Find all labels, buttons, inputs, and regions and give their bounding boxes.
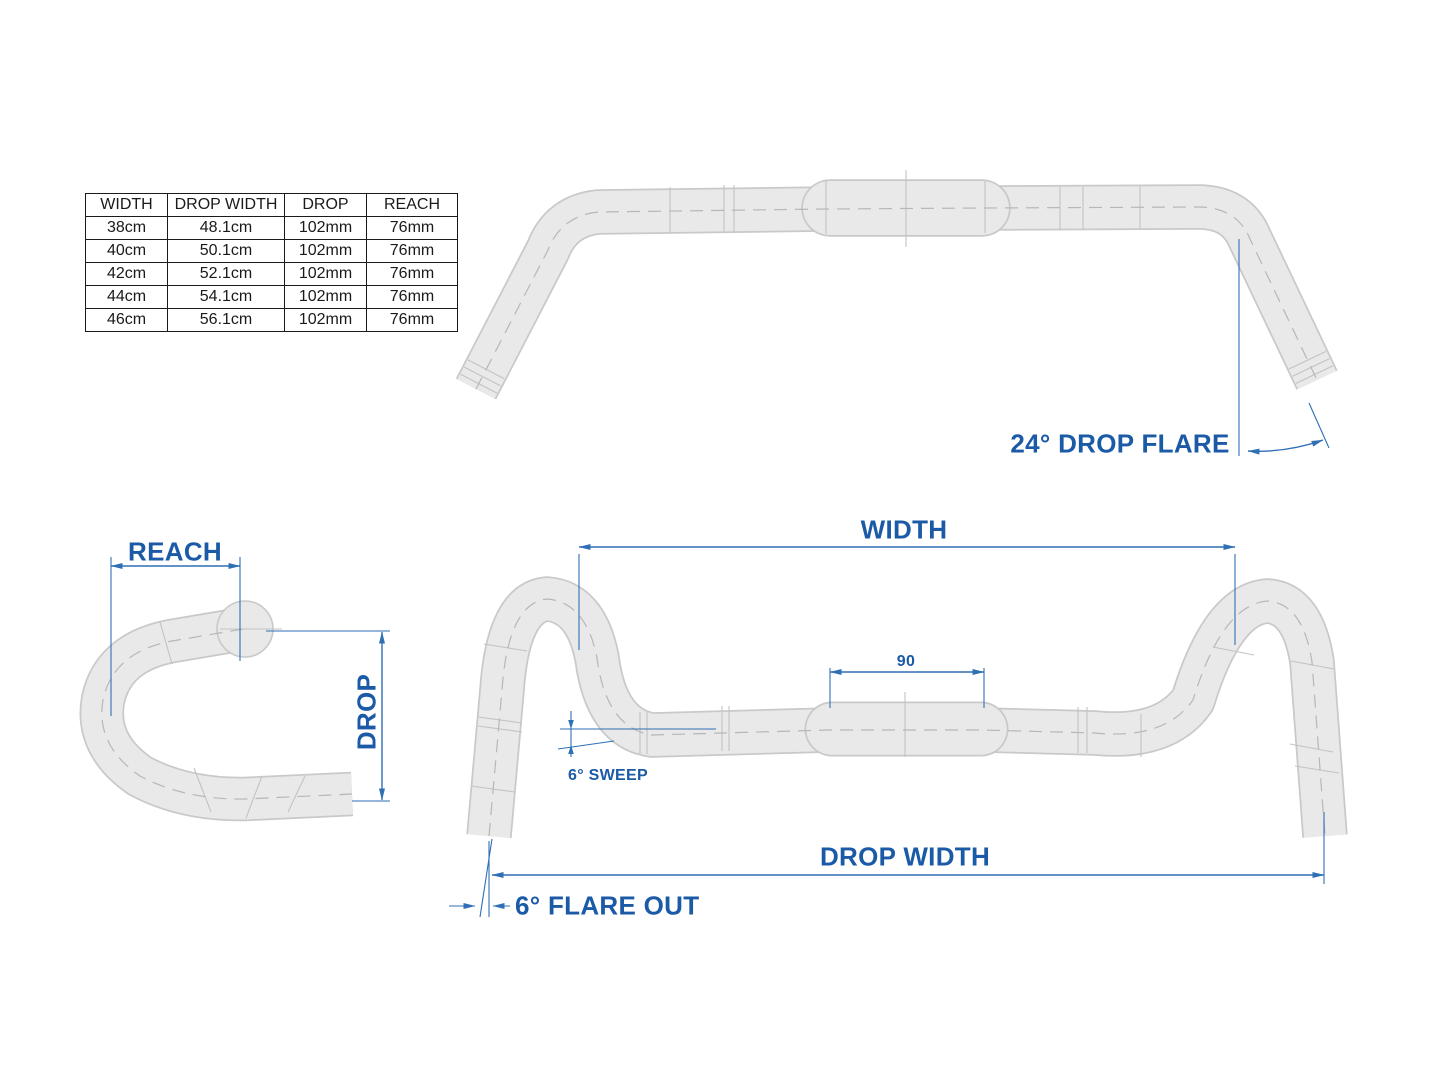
table-cell: 76mm: [366, 239, 458, 263]
drop-label: DROP: [351, 673, 382, 751]
drop-width-label: DROP WIDTH: [819, 841, 991, 872]
reach-label: REACH: [128, 536, 222, 567]
sweep-label: 6° SWEEP: [568, 767, 648, 784]
front-view-centerline: [488, 598, 1326, 837]
drop-flare-dimension: [1238, 239, 1330, 456]
side-view-centerline: [101, 628, 353, 800]
table-cell: 102mm: [284, 239, 367, 263]
table-cell: 50.1cm: [167, 239, 285, 263]
table-cell: 48.1cm: [167, 216, 285, 240]
side-view-drawing: [79, 557, 390, 822]
bar-end-rings: [460, 350, 1334, 394]
table-cell: 102mm: [284, 308, 367, 332]
table-cell: 56.1cm: [167, 308, 285, 332]
width-label: WIDTH: [860, 514, 948, 545]
table-cell: 76mm: [366, 262, 458, 286]
table-cell: 44cm: [85, 285, 168, 309]
table-cell: 54.1cm: [167, 285, 285, 309]
clamp-width-dimension: [829, 668, 985, 708]
drop-dimension: [266, 630, 390, 802]
drop-width-dimension: [479, 812, 1325, 918]
table-cell: 76mm: [366, 285, 458, 309]
table-cell: 102mm: [284, 216, 367, 240]
clamp-width-label: 90: [896, 653, 916, 670]
drop-flare-label: 24° DROP FLARE: [1010, 428, 1230, 459]
col-header-width: WIDTH: [85, 193, 168, 217]
table-cell: 40cm: [85, 239, 168, 263]
sweep-dimension: [557, 711, 716, 757]
front-view-ticks: [639, 692, 1142, 757]
width-dimension: [578, 544, 1236, 650]
table-cell: 42cm: [85, 262, 168, 286]
table-cell: 76mm: [366, 308, 458, 332]
table-cell: 38cm: [85, 216, 168, 240]
reach-dimension: [110, 557, 241, 716]
table-header-row: WIDTH DROP WIDTH DROP REACH: [85, 193, 458, 217]
top-view-centerline: [475, 206, 1318, 390]
front-view-drawing: [449, 544, 1348, 918]
top-view-drawing: [455, 170, 1338, 456]
flare-out-label: 6° FLARE OUT: [515, 890, 700, 921]
side-view-details: [159, 621, 306, 819]
col-header-drop: DROP: [284, 193, 367, 217]
col-header-drop-width: DROP WIDTH: [167, 193, 285, 217]
